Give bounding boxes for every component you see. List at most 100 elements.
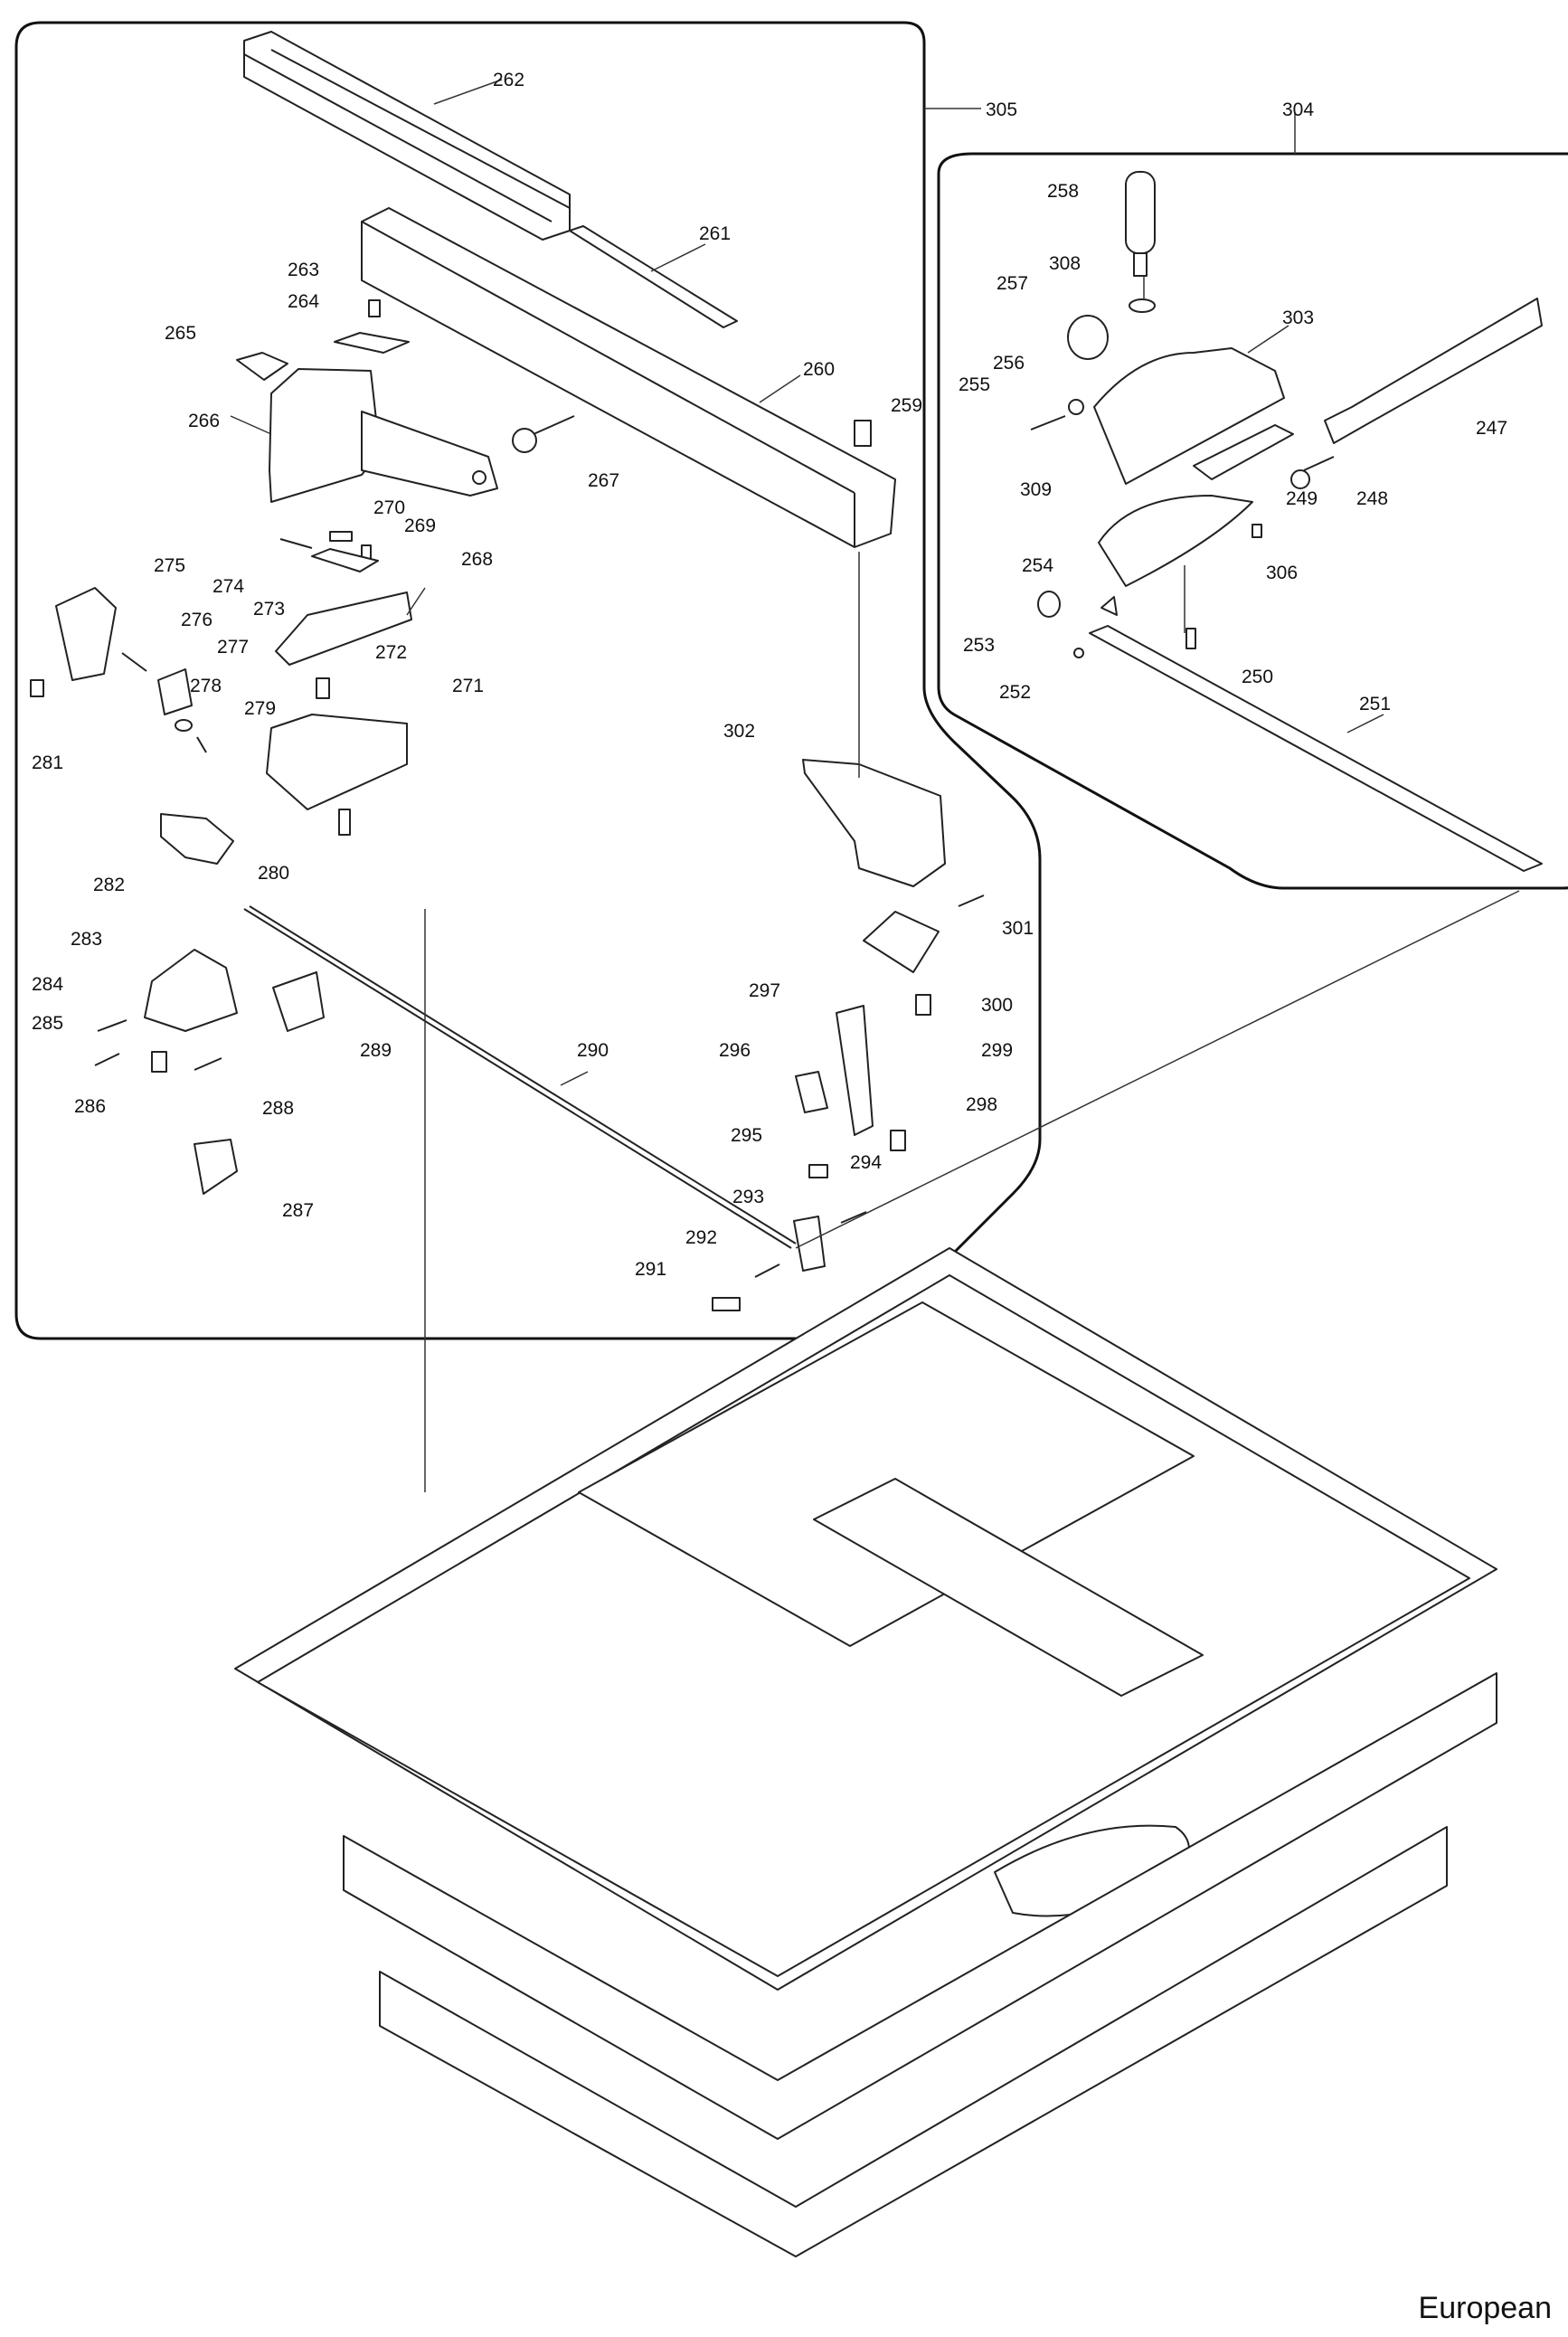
part-280-screw <box>338 809 351 836</box>
callout-264: 264 <box>288 291 319 312</box>
callout-301: 301 <box>1002 918 1034 939</box>
callout-293: 293 <box>732 1187 764 1207</box>
part-262-fence-rail <box>243 31 571 241</box>
callout-258: 258 <box>1047 181 1079 202</box>
callout-294: 294 <box>850 1152 882 1173</box>
part-264-plate <box>334 332 410 354</box>
callout-269: 269 <box>404 516 436 536</box>
part-283-plate <box>144 949 238 1032</box>
part-293-hinge <box>793 1216 826 1272</box>
callout-276: 276 <box>181 610 213 630</box>
part-272-spring <box>316 677 330 699</box>
miter-gauge-assembly-frame <box>937 152 1568 890</box>
part-277-cam <box>157 668 193 715</box>
part-249-plate <box>1193 424 1294 480</box>
callout-247: 247 <box>1476 418 1507 439</box>
callout-273: 273 <box>253 599 285 620</box>
callout-267: 267 <box>588 470 619 491</box>
callout-306: 306 <box>1266 563 1298 583</box>
part-276-spring <box>121 652 147 672</box>
part-265-knob <box>236 352 288 381</box>
part-300-bracket <box>863 911 940 973</box>
callout-266: 266 <box>188 411 220 431</box>
callout-281: 281 <box>32 752 63 773</box>
part-299-screw <box>915 994 931 1016</box>
part-289-clamp <box>272 971 325 1032</box>
part-282-eccentric <box>160 813 234 865</box>
callout-254: 254 <box>1022 555 1053 576</box>
part-308-washer <box>1129 298 1156 313</box>
part-252-ball <box>1073 648 1084 658</box>
callout-277: 277 <box>217 637 249 658</box>
callout-279: 279 <box>244 698 276 719</box>
callout-268: 268 <box>461 549 493 570</box>
part-274-bolt <box>279 538 313 549</box>
part-296-block <box>795 1071 828 1113</box>
callout-283: 283 <box>71 929 102 950</box>
callout-257: 257 <box>997 273 1028 294</box>
part-259-screw <box>854 420 872 447</box>
callout-255: 255 <box>959 374 990 395</box>
callout-287: 287 <box>282 1200 314 1221</box>
callout-289: 289 <box>360 1040 392 1061</box>
part-278-washer <box>175 719 193 732</box>
part-251-bar <box>1089 625 1543 872</box>
part-253-stop <box>1037 591 1061 618</box>
part-254-clip <box>1100 596 1118 616</box>
callout-250: 250 <box>1242 667 1273 687</box>
callout-280: 280 <box>258 863 289 884</box>
callout-292: 292 <box>685 1227 717 1248</box>
part-288-pin <box>194 1057 222 1071</box>
callout-284: 284 <box>32 974 63 995</box>
part-275-lever <box>55 587 117 681</box>
callout-285: 285 <box>32 1013 63 1034</box>
part-281-screw <box>30 679 44 697</box>
part-286-screw <box>151 1051 167 1073</box>
part-250-pin <box>1185 628 1196 649</box>
callout-298: 298 <box>966 1094 997 1115</box>
callout-274: 274 <box>213 576 244 597</box>
part-294-pin <box>840 1211 867 1224</box>
callout-249: 249 <box>1286 488 1318 509</box>
callout-282: 282 <box>93 875 125 895</box>
part-268-slide <box>275 591 412 666</box>
part-301-pin <box>958 894 985 907</box>
callout-248: 248 <box>1356 488 1388 509</box>
part-303-head <box>1093 347 1285 485</box>
callout-299: 299 <box>981 1040 1013 1061</box>
label-group-305: 305 <box>986 99 1017 120</box>
part-260-fence-body <box>361 207 896 548</box>
leader-lines <box>230 79 1520 1492</box>
part-292-pin <box>754 1263 780 1278</box>
callout-295: 295 <box>731 1125 762 1146</box>
callout-253: 253 <box>963 635 995 656</box>
part-261-bar <box>569 225 738 328</box>
callout-261: 261 <box>699 223 731 244</box>
part-258-handle <box>1125 171 1156 277</box>
callout-256: 256 <box>993 353 1025 374</box>
callout-260: 260 <box>803 359 835 380</box>
callout-302: 302 <box>723 721 755 742</box>
part-291-pin <box>712 1297 741 1311</box>
part-285-pin <box>94 1053 120 1066</box>
region-label: European <box>1418 2291 1552 2325</box>
part-271-base <box>266 714 408 810</box>
callout-296: 296 <box>719 1040 751 1061</box>
part-295-spring <box>808 1164 828 1178</box>
callout-270: 270 <box>373 497 405 518</box>
part-290-rod <box>243 905 797 1249</box>
part-247-fence <box>1324 298 1543 444</box>
table-saw-base <box>234 1247 1497 2257</box>
callout-263: 263 <box>288 260 319 280</box>
callout-309: 309 <box>1020 479 1052 500</box>
callout-303: 303 <box>1282 308 1314 328</box>
callout-252: 252 <box>999 682 1031 703</box>
part-273-bracket <box>311 548 379 572</box>
part-267-knob-bolt <box>512 415 575 453</box>
part-297-lever <box>836 1005 874 1136</box>
part-287-hook <box>194 1139 238 1195</box>
part-248-bolt <box>1290 456 1335 489</box>
callout-288: 288 <box>262 1098 294 1119</box>
callout-286: 286 <box>74 1096 106 1117</box>
